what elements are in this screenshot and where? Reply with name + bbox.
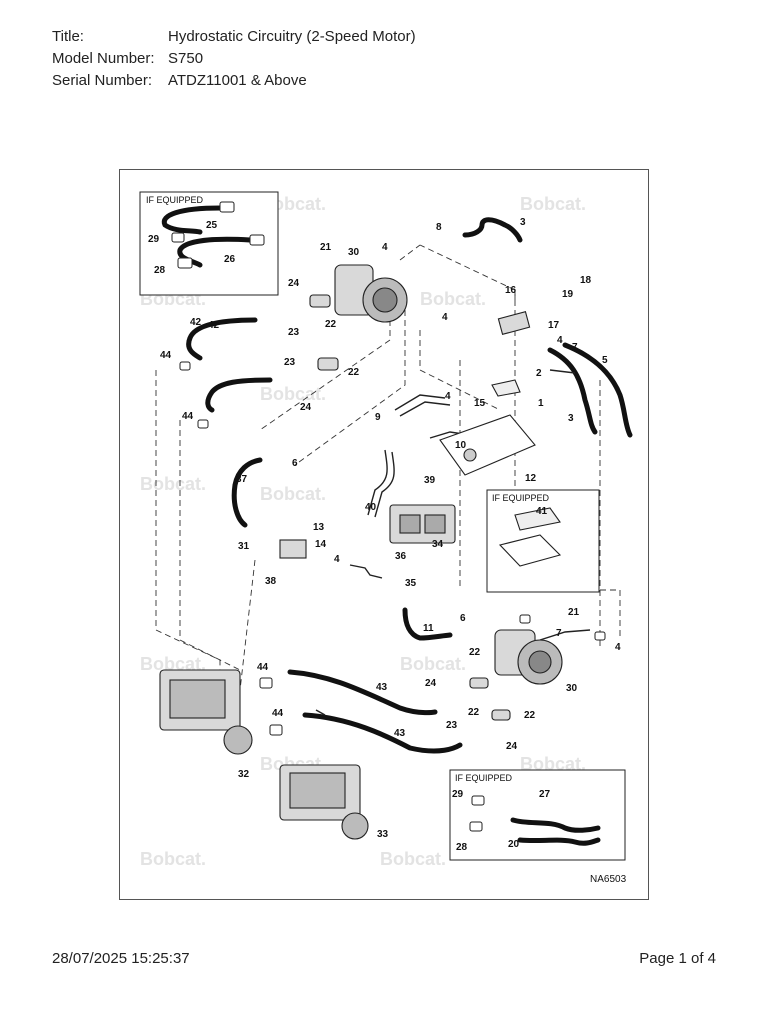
part-callout: 31 xyxy=(238,541,250,552)
part-callout: 44 xyxy=(160,350,172,361)
if-equipped-label-2: IF EQUIPPED xyxy=(492,493,550,503)
part-callout: 43 xyxy=(376,682,388,693)
part-callout: 24 xyxy=(425,678,437,689)
part-callout: 3 xyxy=(568,413,574,424)
part-callout: 37 xyxy=(236,474,248,485)
part-callout: 26 xyxy=(224,254,236,265)
serial-value: ATDZ11001 & Above xyxy=(168,72,307,89)
part-callout: 22 xyxy=(469,647,481,658)
part-callout: 28 xyxy=(456,842,468,853)
part-callout: 4 xyxy=(445,391,451,402)
part-callout: 4 xyxy=(442,312,448,323)
part-callout: 15 xyxy=(474,398,486,409)
figure-code: NA6503 xyxy=(590,874,627,885)
title-label: Title: xyxy=(52,28,84,45)
part-callout: 24 xyxy=(506,741,518,752)
part-callout: 29 xyxy=(452,789,464,800)
bobcat-watermark: Bobcat. xyxy=(260,484,326,504)
part-callout: 21 xyxy=(320,242,332,253)
part-callout: 27 xyxy=(539,789,551,800)
part-callout: 44 xyxy=(257,662,269,673)
title-row: Title: Hydrostatic Circuitry (2-Speed Mo… xyxy=(52,26,416,48)
part-callout: 36 xyxy=(395,551,407,562)
part-callout: 40 xyxy=(365,502,377,513)
part-callout: 22 xyxy=(524,710,536,721)
if-equipped-label-3: IF EQUIPPED xyxy=(455,773,513,783)
part-callout: 42 xyxy=(190,317,202,328)
part-callout: 39 xyxy=(424,475,436,486)
bobcat-watermark: Bobcat. xyxy=(140,474,206,494)
part-callout: 29 xyxy=(148,234,160,245)
bobcat-watermark: Bobcat. xyxy=(260,384,326,404)
part-callout: 41 xyxy=(536,506,548,517)
document-metadata: Title: Hydrostatic Circuitry (2-Speed Mo… xyxy=(52,26,416,92)
part-callout: 38 xyxy=(265,576,277,587)
part-callout: 22 xyxy=(468,707,480,718)
bobcat-watermark: Bobcat. xyxy=(520,194,586,214)
part-callout: 25 xyxy=(206,220,218,231)
part-callout: 23 xyxy=(446,720,458,731)
page-indicator: Page 1 of 4 xyxy=(639,950,716,967)
part-callout: 8 xyxy=(436,222,442,233)
part-callout: 22 xyxy=(348,367,360,378)
serial-row: Serial Number: ATDZ11001 & Above xyxy=(52,70,416,92)
part-callout: 14 xyxy=(315,539,327,550)
bobcat-watermark: Bobcat. xyxy=(400,654,466,674)
part-callout: 6 xyxy=(460,613,466,624)
part-callout: 9 xyxy=(375,412,381,423)
part-callout: 24 xyxy=(300,402,312,413)
part-callout: 21 xyxy=(568,607,580,618)
part-callout: 23 xyxy=(288,327,300,338)
part-callout: 30 xyxy=(348,247,360,258)
part-callout: 16 xyxy=(505,285,517,296)
serial-label: Serial Number: xyxy=(52,72,153,89)
part-callout: 4 xyxy=(382,242,388,253)
part-callout: 24 xyxy=(288,278,300,289)
parts-diagram: Bobcat. Bobcat. Bobcat. Bobcat. Bobcat. Bobca… xyxy=(119,169,649,900)
part-callout: 1 xyxy=(538,398,544,409)
part-callout: 4 xyxy=(557,335,563,346)
part-callout: 42 xyxy=(208,320,220,331)
part-callout: 35 xyxy=(405,578,417,589)
bobcat-watermark: Bobcat. xyxy=(140,654,206,674)
part-callout: 28 xyxy=(154,265,166,276)
part-callout: 7 xyxy=(572,342,578,353)
bobcat-watermark: Bobcat. xyxy=(380,849,446,869)
model-value: S750 xyxy=(168,50,204,67)
part-callout: 5 xyxy=(602,355,608,366)
part-callout: 19 xyxy=(562,289,574,300)
part-callout: 4 xyxy=(334,554,340,565)
part-callout: 33 xyxy=(377,829,389,840)
bobcat-watermark: Bobcat. xyxy=(520,754,586,774)
part-callout: 30 xyxy=(566,683,578,694)
bobcat-watermark: Bobcat. xyxy=(140,849,206,869)
part-callout: 20 xyxy=(508,839,520,850)
part-callout: 4 xyxy=(615,642,621,653)
print-timestamp: 28/07/2025 15:25:37 xyxy=(52,950,190,967)
part-callout: 32 xyxy=(238,769,250,780)
part-callout: 3 xyxy=(520,217,526,228)
diagram-canvas: Bobcat. Bobcat. Bobcat. Bobcat. Bobcat. Bobca… xyxy=(139,191,633,885)
part-callout: 43 xyxy=(394,728,406,739)
part-callout: 2 xyxy=(536,368,542,379)
bobcat-watermark: Bobcat. xyxy=(420,289,486,309)
model-row: Model Number: S750 xyxy=(52,48,416,70)
title-value: Hydrostatic Circuitry (2-Speed Motor) xyxy=(168,28,416,45)
part-callout: 44 xyxy=(182,411,194,422)
part-callout: 7 xyxy=(556,628,562,639)
part-callout: 12 xyxy=(525,473,537,484)
part-callout: 23 xyxy=(284,357,296,368)
part-callout: 11 xyxy=(423,623,434,634)
part-callout: 34 xyxy=(432,539,444,550)
part-callout: 17 xyxy=(548,320,560,331)
if-equipped-label-1: IF EQUIPPED xyxy=(146,195,204,205)
part-callout: 13 xyxy=(313,522,325,533)
part-callout: 6 xyxy=(292,458,298,469)
part-callout: 22 xyxy=(325,319,337,330)
part-callout: 10 xyxy=(455,440,467,451)
model-label: Model Number: xyxy=(52,50,155,67)
part-callout: 18 xyxy=(580,275,592,286)
part-callout: 44 xyxy=(272,708,284,719)
